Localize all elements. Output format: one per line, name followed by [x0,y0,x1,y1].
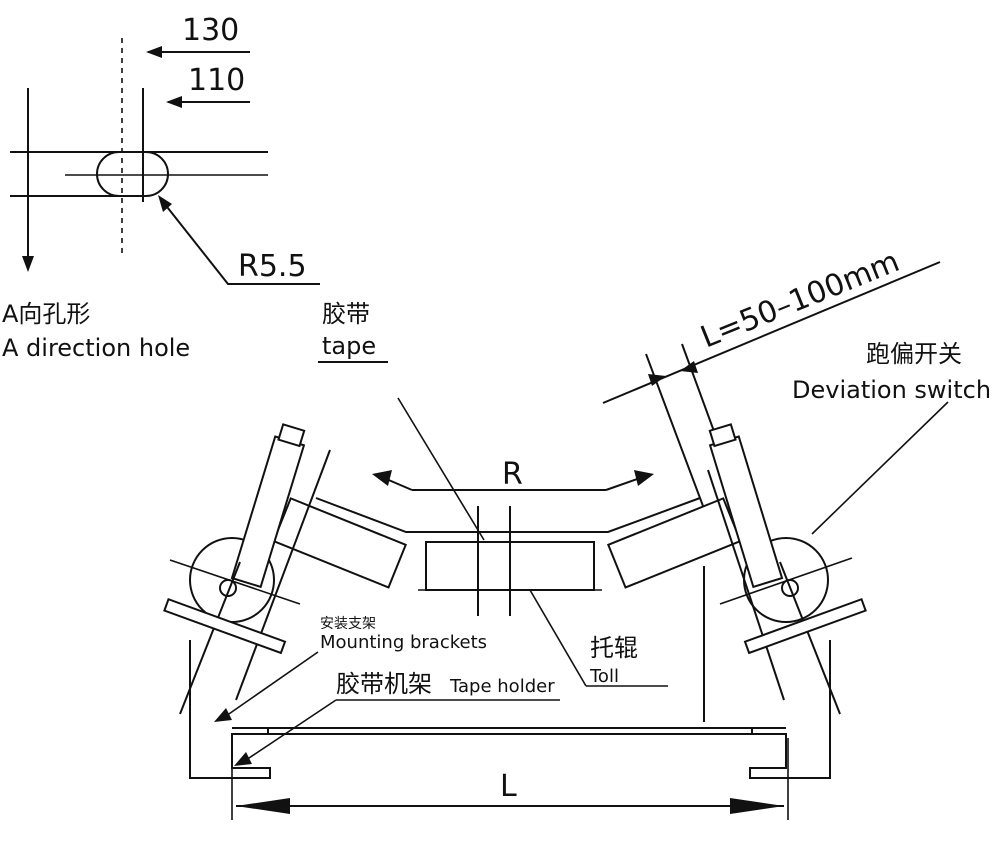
right-deviation-switch [707,423,867,715]
left-wing-roller [272,497,408,589]
left-switch-axis [169,559,301,605]
radius-label: R5.5 [238,249,307,284]
tape-holder-label-cn: 胶带机架 [336,670,432,698]
clearance-label: L=50–100mm [696,244,905,355]
tape-label-cn: 胶带 [322,300,370,328]
hole-title-en: A direction hole [2,334,190,362]
right-switch-lever-housing [708,423,784,589]
length-arrow-left [236,798,290,814]
right-switch-base-plate [743,597,867,655]
belt-profile [315,497,701,533]
tape-holder-label-en: Tape holder [449,676,555,697]
roller-callout: 托辊 Toll [529,589,668,687]
tape-holder-leader [245,699,337,761]
tape-holder-arrow [234,752,252,766]
left-switch-base-plate [163,597,287,655]
mounting-brackets-callout: 安装支架 Mounting brackets [214,616,487,722]
right-wing-roller [606,497,742,589]
tape-callout: 胶带 tape [318,300,485,541]
radius-arrow-left-head [372,470,392,486]
belt-edge-line-outer [645,353,713,531]
deviation-switch-label-cn: 跑偏开关 [866,340,962,368]
left-switch-lever-housing [230,423,306,589]
left-deviation-switch [163,423,331,715]
hole-detail: 130 110 R5.5 A向孔形 A direction hole [2,13,320,362]
tape-leader [397,397,485,541]
dim-110-label: 110 [188,63,245,98]
length-label: L [500,769,517,804]
radius-arrow-right-stem [605,477,641,491]
right-switch-lever-rod [707,469,785,701]
roller-label-cn: 托辊 [590,634,638,662]
mounting-brackets-leader [225,651,319,717]
down-arrow-head [22,256,34,272]
tape-holder-callout: 胶带机架 Tape holder [234,670,560,766]
radius-arrow-right-head [634,470,654,486]
mounting-brackets-arrow [214,708,232,722]
dim-110-arrow [166,96,182,108]
deviation-switch-label-en: Deviation switch [792,376,991,404]
radius-label: R [502,457,523,492]
oblong-hole [96,151,169,197]
deviation-switch-callout: 跑偏开关 Deviation switch [792,340,991,535]
dim-130-label: 130 [182,13,239,48]
roller-label-en: Toll [589,666,619,687]
clearance-arrow-left [648,374,666,386]
hole-title-cn: A向孔形 [2,300,90,328]
belt-and-rollers: R [272,457,742,616]
length-dimension: L [231,738,789,820]
radius-leader [159,197,320,285]
deviation-switch-leader [811,401,949,535]
dim-130-arrow [146,46,162,58]
clearance-arrow-right [680,361,698,373]
mounting-brackets-label-cn: 安装支架 [320,616,376,632]
roller-leader [529,589,587,687]
mounting-brackets-label-en: Mounting brackets [320,632,487,653]
left-switch-lever-rod [235,449,331,701]
tape-holder-frame [189,566,831,779]
tape-label-en: tape [322,332,376,360]
right-switch-axis [719,557,853,605]
length-arrow-right [730,798,784,814]
radius-leader-arrow [158,195,172,212]
